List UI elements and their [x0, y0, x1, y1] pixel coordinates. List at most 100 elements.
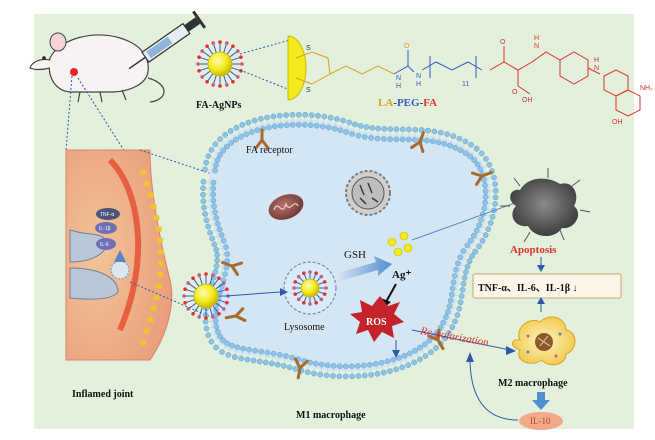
lipid-tail — [213, 150, 219, 155]
ligand-head — [196, 62, 200, 66]
lipid-head — [301, 121, 308, 128]
lipid-tail — [328, 119, 331, 126]
lipid-head — [462, 138, 469, 145]
lipid-head — [366, 361, 373, 368]
lipid-tail — [216, 145, 222, 150]
lipid-head — [220, 337, 227, 344]
lipid-head — [456, 135, 463, 142]
lipid-head — [437, 129, 444, 136]
lipid-head — [289, 111, 296, 118]
lipid-head — [224, 143, 230, 150]
lipid-head — [478, 150, 485, 157]
lipid-head — [450, 133, 457, 140]
atom-s2: S — [306, 87, 311, 94]
lipid-head — [424, 137, 430, 144]
ligand-head — [217, 276, 221, 281]
synovium-block — [143, 181, 150, 187]
lipid-head — [431, 128, 438, 135]
lipid-head — [212, 318, 219, 324]
lipid-head — [313, 122, 320, 129]
lipid-head — [456, 305, 463, 312]
lipid-head — [425, 127, 431, 134]
lipid-tail — [455, 282, 462, 284]
ligand-head — [235, 49, 240, 53]
lipid-head — [277, 122, 284, 129]
lipid-tail — [346, 124, 349, 131]
lipid-tail — [461, 143, 465, 149]
ligand-head — [191, 276, 195, 281]
lipid-head — [218, 232, 225, 239]
lipid-tail — [438, 134, 441, 141]
lipid-head — [308, 112, 315, 119]
lipid-tail — [487, 184, 494, 186]
ligand-head — [183, 287, 187, 292]
lipid-head — [342, 373, 349, 380]
lipid-head — [355, 373, 362, 379]
lipid-tail — [444, 136, 447, 142]
lipid-head — [286, 364, 293, 371]
atom-h2: H — [416, 81, 421, 88]
lipid-tail — [289, 359, 292, 366]
lipid-head — [387, 136, 394, 143]
lipid-tail — [479, 159, 485, 164]
lipid-head — [381, 136, 387, 142]
lipid-tail — [253, 352, 256, 359]
lipid-tail — [277, 356, 280, 363]
lipid-tail — [320, 366, 322, 373]
ligand-head — [235, 75, 240, 79]
synovium-block — [140, 170, 146, 175]
lipid-head — [216, 226, 223, 233]
lipid-head — [440, 319, 447, 326]
ligand-head — [210, 273, 215, 277]
gold-core — [193, 283, 219, 309]
lipid-tail — [260, 120, 263, 127]
lipid-tail — [218, 247, 225, 250]
lipid-head — [336, 363, 343, 370]
lipid-head — [209, 235, 216, 242]
lipid-head — [445, 308, 451, 315]
synovium-block — [153, 294, 160, 300]
la-label: LA — [378, 97, 393, 109]
atom-o3: O — [512, 89, 518, 96]
ligand-head — [204, 316, 208, 320]
lipid-head — [246, 346, 252, 353]
lipid-head — [452, 144, 459, 151]
receptor-arm — [410, 131, 425, 154]
lipid-head — [446, 303, 453, 310]
lipid-tail — [248, 124, 252, 131]
injection-site — [70, 68, 78, 76]
endosome-vesicle — [345, 170, 391, 216]
lipid-head — [426, 337, 433, 344]
lipid-head — [478, 216, 485, 223]
lipid-head — [355, 132, 362, 139]
lipid-head — [257, 116, 264, 122]
lipid-head — [464, 263, 471, 270]
ligand-head — [197, 273, 202, 277]
lipid-head — [346, 119, 353, 126]
lipid-tail — [478, 231, 484, 235]
lipid-head — [213, 323, 220, 330]
lipid-tail — [387, 363, 390, 370]
lipid-head — [203, 217, 210, 224]
lipid-head — [422, 353, 429, 359]
lipid-tail — [226, 136, 231, 142]
synovium-block — [150, 306, 157, 311]
lipid-tail — [216, 241, 222, 245]
receptor-arm — [221, 261, 244, 276]
lipid-head — [349, 131, 355, 137]
atom-oh2: OH — [612, 119, 623, 126]
lipid-tail — [254, 122, 258, 129]
ligand-head — [296, 297, 301, 302]
lipid-head — [477, 166, 484, 173]
lipid-head — [217, 136, 223, 143]
atom-o2: O — [500, 39, 506, 46]
lipid-head — [217, 152, 223, 158]
lipid-head — [372, 361, 379, 367]
lipid-head — [491, 174, 497, 181]
lipid-tail — [242, 126, 246, 133]
lipid-tail — [453, 294, 460, 297]
ligand-head — [218, 84, 222, 88]
lipid-head — [266, 124, 272, 131]
ros-burst — [350, 296, 404, 342]
lipid-head — [212, 209, 218, 215]
